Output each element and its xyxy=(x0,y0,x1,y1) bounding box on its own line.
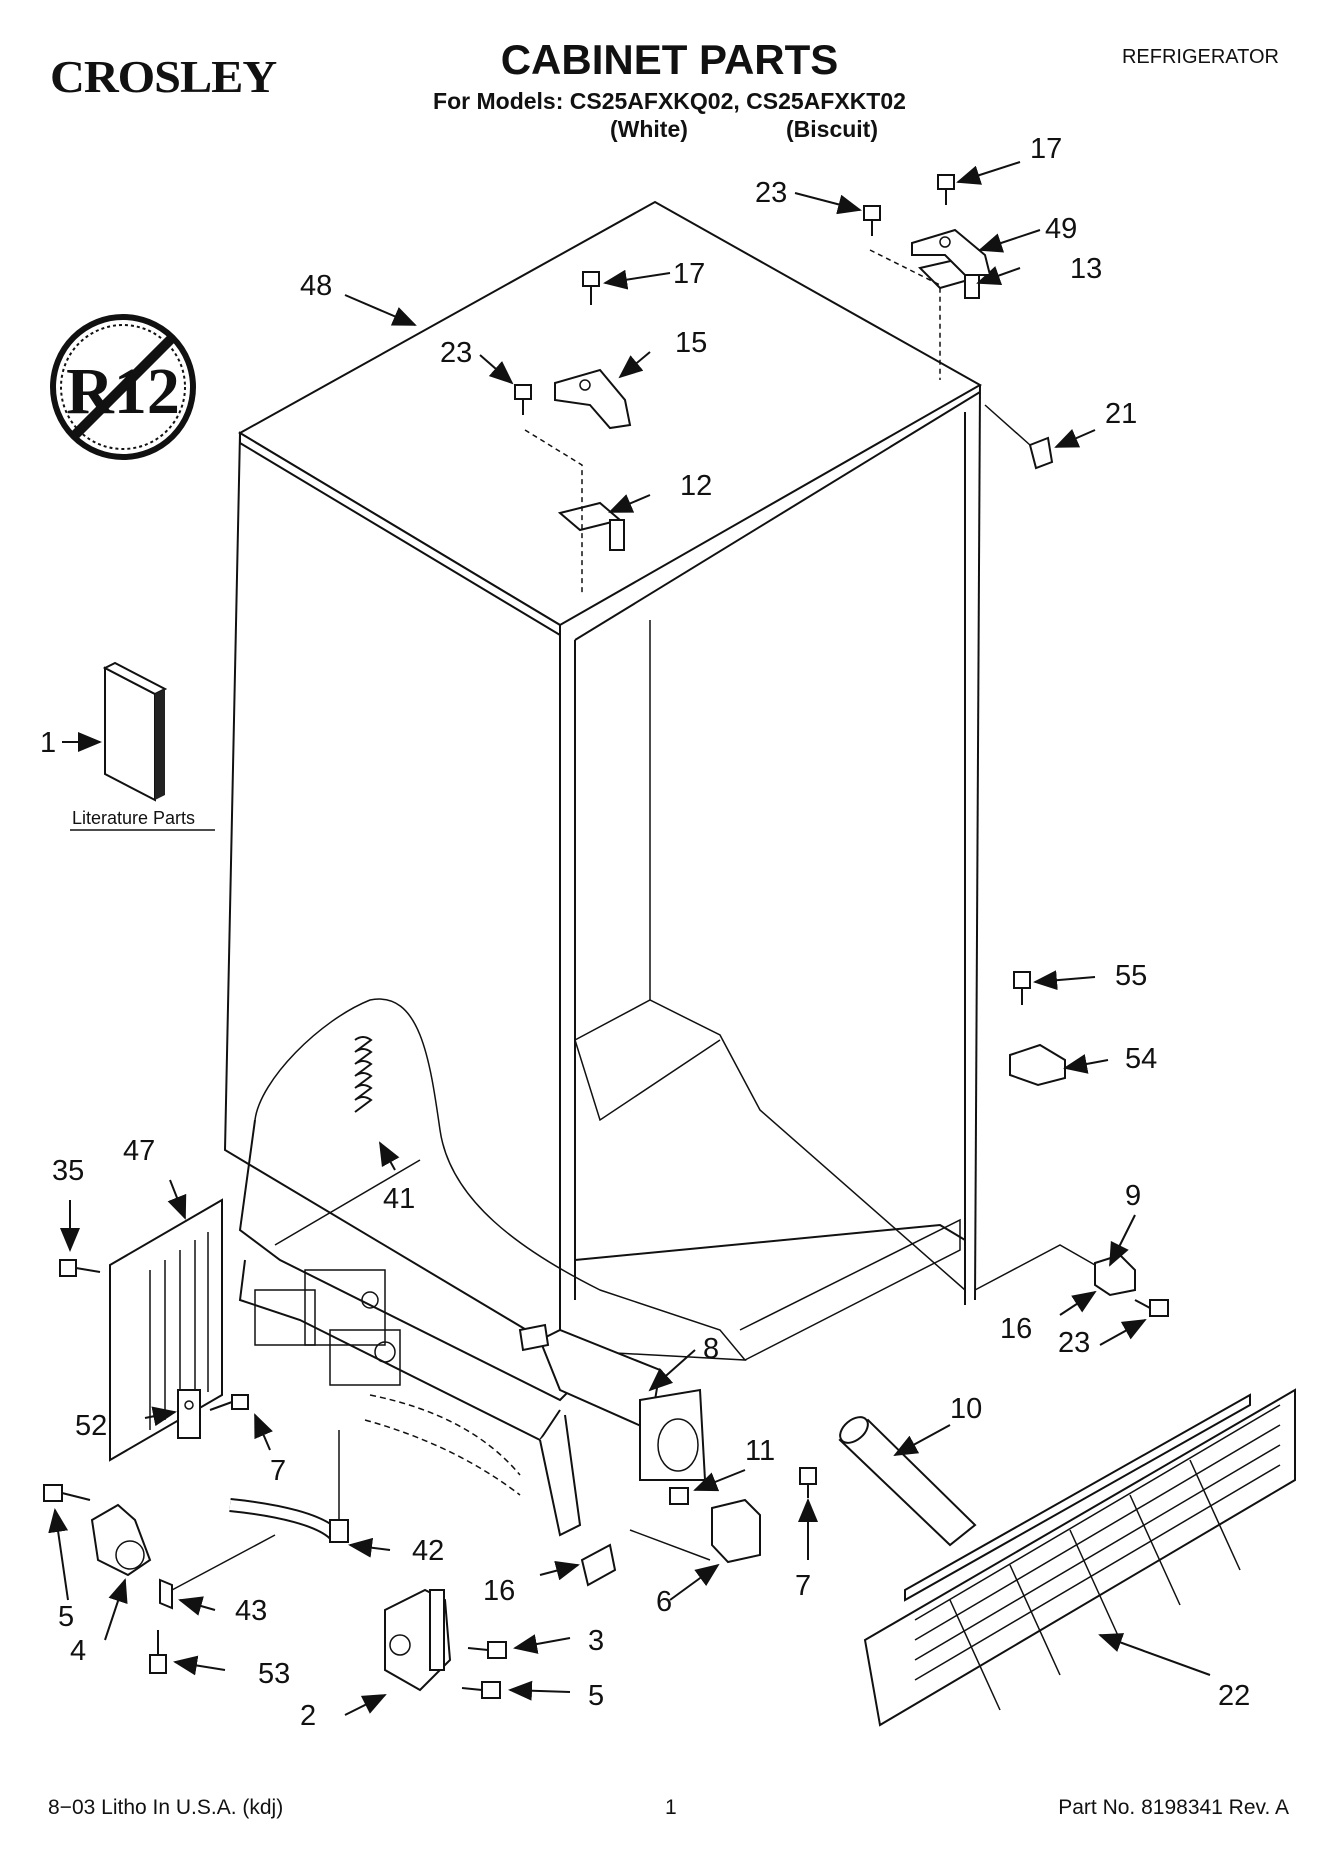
bracket-9 xyxy=(1094,1253,1136,1297)
variant-white: (White) xyxy=(610,116,688,142)
screw-17-right xyxy=(937,174,955,205)
footer-page-number: 1 xyxy=(665,1796,677,1819)
screw-5-left xyxy=(43,1484,91,1502)
appliance-type: REFRIGERATOR xyxy=(1121,46,1279,68)
callout-17-left: 17 xyxy=(673,258,705,290)
callout-17-right: 17 xyxy=(1030,133,1062,165)
callout-53: 53 xyxy=(258,1658,290,1690)
callout-11: 11 xyxy=(745,1435,775,1467)
callout-22: 22 xyxy=(1218,1680,1250,1712)
no-r12-badge: R12 xyxy=(50,314,196,460)
screw-3 xyxy=(467,1641,507,1659)
callout-47: 47 xyxy=(123,1135,155,1167)
compressor-area xyxy=(254,1269,521,1496)
callout-15: 15 xyxy=(675,327,707,359)
callout-9: 9 xyxy=(1125,1180,1141,1212)
screw-53 xyxy=(149,1630,167,1674)
access-panel xyxy=(109,1198,223,1462)
screw-7-right xyxy=(799,1467,817,1498)
callout-52: 52 xyxy=(75,1410,107,1442)
brand-logo: CROSLEY xyxy=(50,51,277,102)
clip-43 xyxy=(159,1578,173,1610)
callout-8: 8 xyxy=(703,1333,719,1365)
callout-1: 1 xyxy=(40,727,56,759)
callout-35: 35 xyxy=(52,1155,84,1187)
callout-48: 48 xyxy=(300,270,332,302)
callout-43: 43 xyxy=(235,1595,267,1627)
screw-7-left xyxy=(209,1394,249,1411)
literature-label: Literature Parts xyxy=(72,808,195,828)
callout-10: 10 xyxy=(950,1393,982,1425)
screw-55 xyxy=(1013,971,1031,1005)
variant-biscuit: (Biscuit) xyxy=(786,116,878,142)
callout-4: 4 xyxy=(70,1635,86,1667)
callout-3: 3 xyxy=(588,1625,604,1657)
filter-housing-8 xyxy=(518,1323,707,1481)
screw-23-lower-right xyxy=(1134,1299,1169,1317)
callout-5-right: 5 xyxy=(588,1680,604,1712)
screw-5-right xyxy=(461,1681,501,1699)
bracket-2 xyxy=(384,1588,452,1692)
screw-35 xyxy=(59,1259,101,1277)
clip-52 xyxy=(177,1389,201,1439)
screw-17-left xyxy=(582,271,600,305)
callout-16-right: 16 xyxy=(1000,1313,1032,1345)
callout-2: 2 xyxy=(300,1700,316,1732)
screw-11 xyxy=(669,1487,689,1505)
filter-cartridge-10 xyxy=(838,1416,977,1547)
footer-part-number: Part No. 8198341 Rev. A xyxy=(1058,1796,1289,1819)
bracket-54 xyxy=(1009,1043,1066,1087)
drain-tube xyxy=(229,1430,349,1543)
callout-55: 55 xyxy=(1115,960,1147,992)
page-title: CABINET PARTS xyxy=(500,36,839,83)
callout-21: 21 xyxy=(1105,398,1137,430)
callout-42: 42 xyxy=(412,1535,444,1567)
motor-bracket-4 xyxy=(90,1503,152,1577)
callout-16-lower: 16 xyxy=(483,1575,515,1607)
hinge-cover-49 xyxy=(911,228,992,276)
callout-13: 13 xyxy=(1070,253,1102,285)
models-line: For Models: CS25AFXKQ02, CS25AFXKT02 xyxy=(433,88,906,114)
callout-23-right: 23 xyxy=(755,177,787,209)
base-grille-22 xyxy=(863,1388,1296,1727)
callout-49: 49 xyxy=(1045,213,1077,245)
screw-23-left xyxy=(514,384,532,415)
bracket-6 xyxy=(711,1498,761,1564)
callout-7-left: 7 xyxy=(270,1455,286,1487)
callout-7-right: 7 xyxy=(795,1570,811,1602)
callout-23-lower-right: 23 xyxy=(1058,1327,1090,1359)
literature-book xyxy=(102,661,168,802)
callout-5-left: 5 xyxy=(58,1601,74,1633)
hinge-cover-15 xyxy=(554,368,632,430)
screw-23-right xyxy=(863,205,881,236)
callout-23-left: 23 xyxy=(440,337,472,369)
callout-12: 12 xyxy=(680,470,712,502)
hinge-13 xyxy=(918,258,980,299)
callout-6: 6 xyxy=(656,1586,672,1618)
clip-16-lower xyxy=(580,1543,617,1587)
clip-21 xyxy=(1028,436,1054,470)
hinge-12 xyxy=(557,501,625,551)
callout-41: 41 xyxy=(383,1183,415,1215)
callout-54: 54 xyxy=(1125,1043,1157,1075)
drain-coil xyxy=(354,1036,373,1113)
footer-litho: 8−03 Litho In U.S.A. (kdj) xyxy=(48,1796,284,1819)
